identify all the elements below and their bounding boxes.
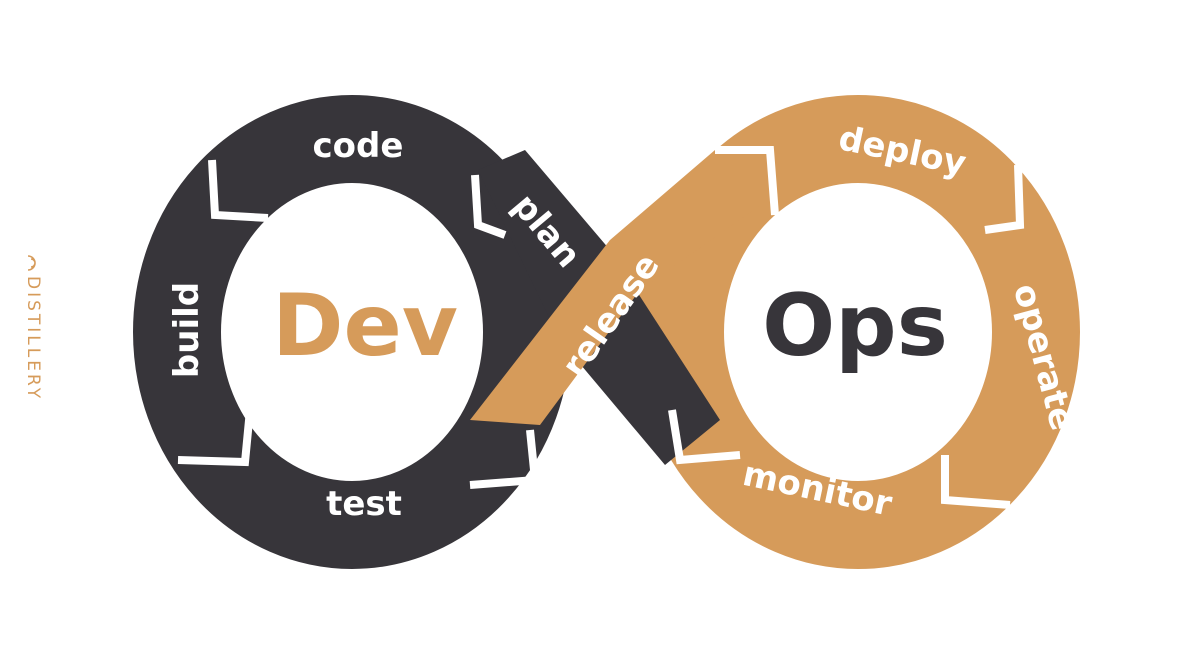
ops-title: Ops bbox=[762, 276, 948, 376]
dev-title: Dev bbox=[272, 276, 458, 376]
distillery-logo: DISTILLERY bbox=[23, 255, 43, 401]
stage-build: build bbox=[167, 282, 207, 378]
logo-mark-icon bbox=[27, 255, 36, 271]
stage-test: test bbox=[326, 484, 402, 524]
logo-text: DISTILLERY bbox=[23, 276, 43, 401]
dev-loop bbox=[133, 95, 571, 569]
ops-loop bbox=[636, 95, 1080, 569]
segment-separators bbox=[177, 146, 1025, 509]
release-band bbox=[470, 150, 775, 425]
stage-code: code bbox=[313, 126, 404, 166]
